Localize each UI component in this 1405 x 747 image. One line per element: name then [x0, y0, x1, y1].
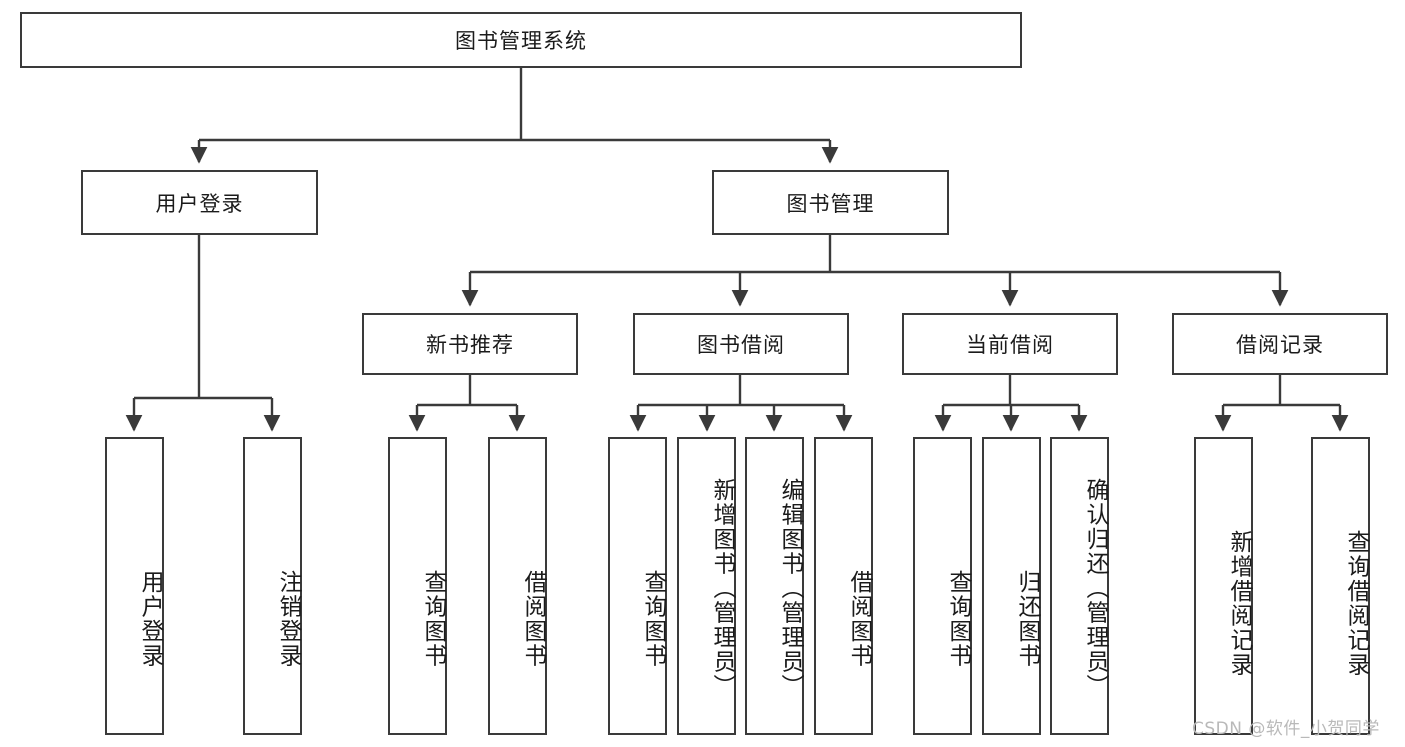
leaf-new-book-borrow-label: 借阅图书 [520, 570, 546, 668]
node-current-borrow-label: 当前借阅 [966, 333, 1054, 357]
node-book-borrow-label: 图书借阅 [697, 333, 785, 357]
leaf-borrow-borrow-book[interactable]: 借阅图书 [814, 437, 873, 735]
leaf-record-add[interactable]: 新增借阅记录 [1194, 437, 1253, 735]
node-root-label: 图书管理系统 [455, 29, 587, 53]
leaf-user-login-login-label: 用户登录 [137, 570, 163, 668]
leaf-current-query-book[interactable]: 查询图书 [913, 437, 972, 735]
leaf-current-confirm-return[interactable]: 确认归还（管理员） [1050, 437, 1109, 735]
leaf-borrow-add-book[interactable]: 新增图书（管理员） [677, 437, 736, 735]
csdn-watermark: CSDN @软件_小贺同学 [1192, 719, 1380, 739]
leaf-new-book-query[interactable]: 查询图书 [388, 437, 447, 735]
leaf-borrow-edit-book-label: 编辑图书（管理员） [777, 478, 803, 699]
node-current-borrow[interactable]: 当前借阅 [902, 313, 1118, 375]
leaf-record-query-label: 查询借阅记录 [1343, 529, 1369, 677]
node-borrow-record[interactable]: 借阅记录 [1172, 313, 1388, 375]
leaf-new-book-borrow[interactable]: 借阅图书 [488, 437, 547, 735]
node-book-borrow[interactable]: 图书借阅 [633, 313, 849, 375]
leaf-user-login-logout[interactable]: 注销登录 [243, 437, 302, 735]
leaf-user-login-login[interactable]: 用户登录 [105, 437, 164, 735]
node-new-book-recommend-label: 新书推荐 [426, 333, 514, 357]
leaf-borrow-query-book-label: 查询图书 [640, 570, 666, 668]
leaf-borrow-borrow-book-label: 借阅图书 [846, 570, 872, 668]
node-user-login-label: 用户登录 [155, 191, 244, 216]
node-new-book-recommend[interactable]: 新书推荐 [362, 313, 578, 375]
node-borrow-record-label: 借阅记录 [1236, 333, 1324, 357]
leaf-current-return-book-label: 归还图书 [1014, 570, 1040, 668]
node-root[interactable]: 图书管理系统 [20, 12, 1022, 68]
leaf-current-return-book[interactable]: 归还图书 [982, 437, 1041, 735]
node-book-manage-label: 图书管理 [786, 191, 875, 216]
node-book-manage[interactable]: 图书管理 [712, 170, 949, 235]
leaf-current-confirm-return-label: 确认归还（管理员） [1082, 478, 1108, 699]
leaf-borrow-add-book-label: 新增图书（管理员） [709, 478, 735, 699]
leaf-borrow-edit-book[interactable]: 编辑图书（管理员） [745, 437, 804, 735]
leaf-record-add-label: 新增借阅记录 [1226, 529, 1252, 677]
leaf-record-query[interactable]: 查询借阅记录 [1311, 437, 1370, 735]
leaf-current-query-book-label: 查询图书 [945, 570, 971, 668]
leaf-new-book-query-label: 查询图书 [420, 570, 446, 668]
node-user-login[interactable]: 用户登录 [81, 170, 318, 235]
leaf-user-login-logout-label: 注销登录 [275, 570, 301, 668]
leaf-borrow-query-book[interactable]: 查询图书 [608, 437, 667, 735]
